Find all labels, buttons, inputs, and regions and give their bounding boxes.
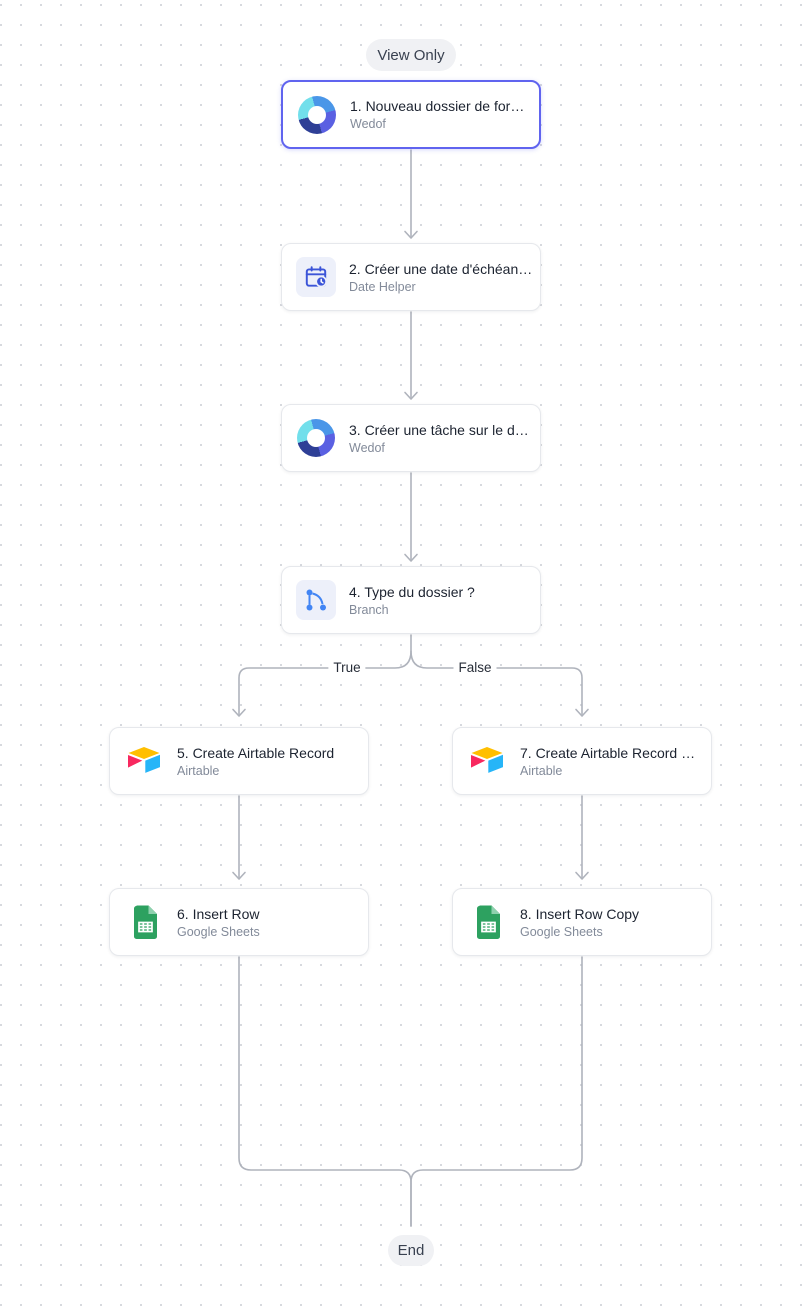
node-title: 3. Créer une tâche sur le d… [349,421,529,438]
node-app-name: Airtable [520,763,563,778]
branch-true-label: True [328,658,366,678]
workflow-node-7[interactable]: 7. Create Airtable Record … Airtable [452,727,712,795]
end-badge: End [388,1235,434,1266]
node-title: 2. Créer une date d'échéan… [349,260,533,277]
wedof-icon [296,418,336,458]
workflow-node-5[interactable]: 5. Create Airtable Record Airtable [109,727,369,795]
view-only-badge: View Only [366,39,456,71]
google-sheets-icon [467,902,507,942]
workflow-node-3[interactable]: 3. Créer une tâche sur le d… Wedof [281,404,541,472]
node-title: 8. Insert Row Copy [520,905,640,922]
date-helper-icon [296,257,336,297]
google-sheets-icon [124,902,164,942]
airtable-icon [467,741,507,781]
workflow-node-4[interactable]: 4. Type du dossier ? Branch [281,566,541,634]
node-app-name: Wedof [349,440,385,455]
branch-icon [296,580,336,620]
workflow-node-6[interactable]: 6. Insert Row Google Sheets [109,888,369,956]
airtable-icon [124,741,164,781]
node-app-name: Date Helper [349,279,416,294]
workflow-node-2[interactable]: 2. Créer une date d'échéan… Date Helper [281,243,541,311]
workflow-node-8[interactable]: 8. Insert Row Copy Google Sheets [452,888,712,956]
node-app-name: Google Sheets [520,924,603,939]
node-app-name: Google Sheets [177,924,260,939]
node-title: 6. Insert Row [177,905,260,922]
node-title: 4. Type du dossier ? [349,583,475,600]
node-app-name: Wedof [350,117,386,131]
branch-false-label: False [453,658,497,678]
node-title: 7. Create Airtable Record … [520,744,696,761]
node-app-name: Airtable [177,763,220,778]
node-title: 5. Create Airtable Record [177,744,335,761]
wedof-icon [297,95,337,135]
node-title: 1. Nouveau dossier de for… [350,98,525,114]
node-app-name: Branch [349,602,389,617]
workflow-node-1[interactable]: 1. Nouveau dossier de for… Wedof [281,80,541,149]
